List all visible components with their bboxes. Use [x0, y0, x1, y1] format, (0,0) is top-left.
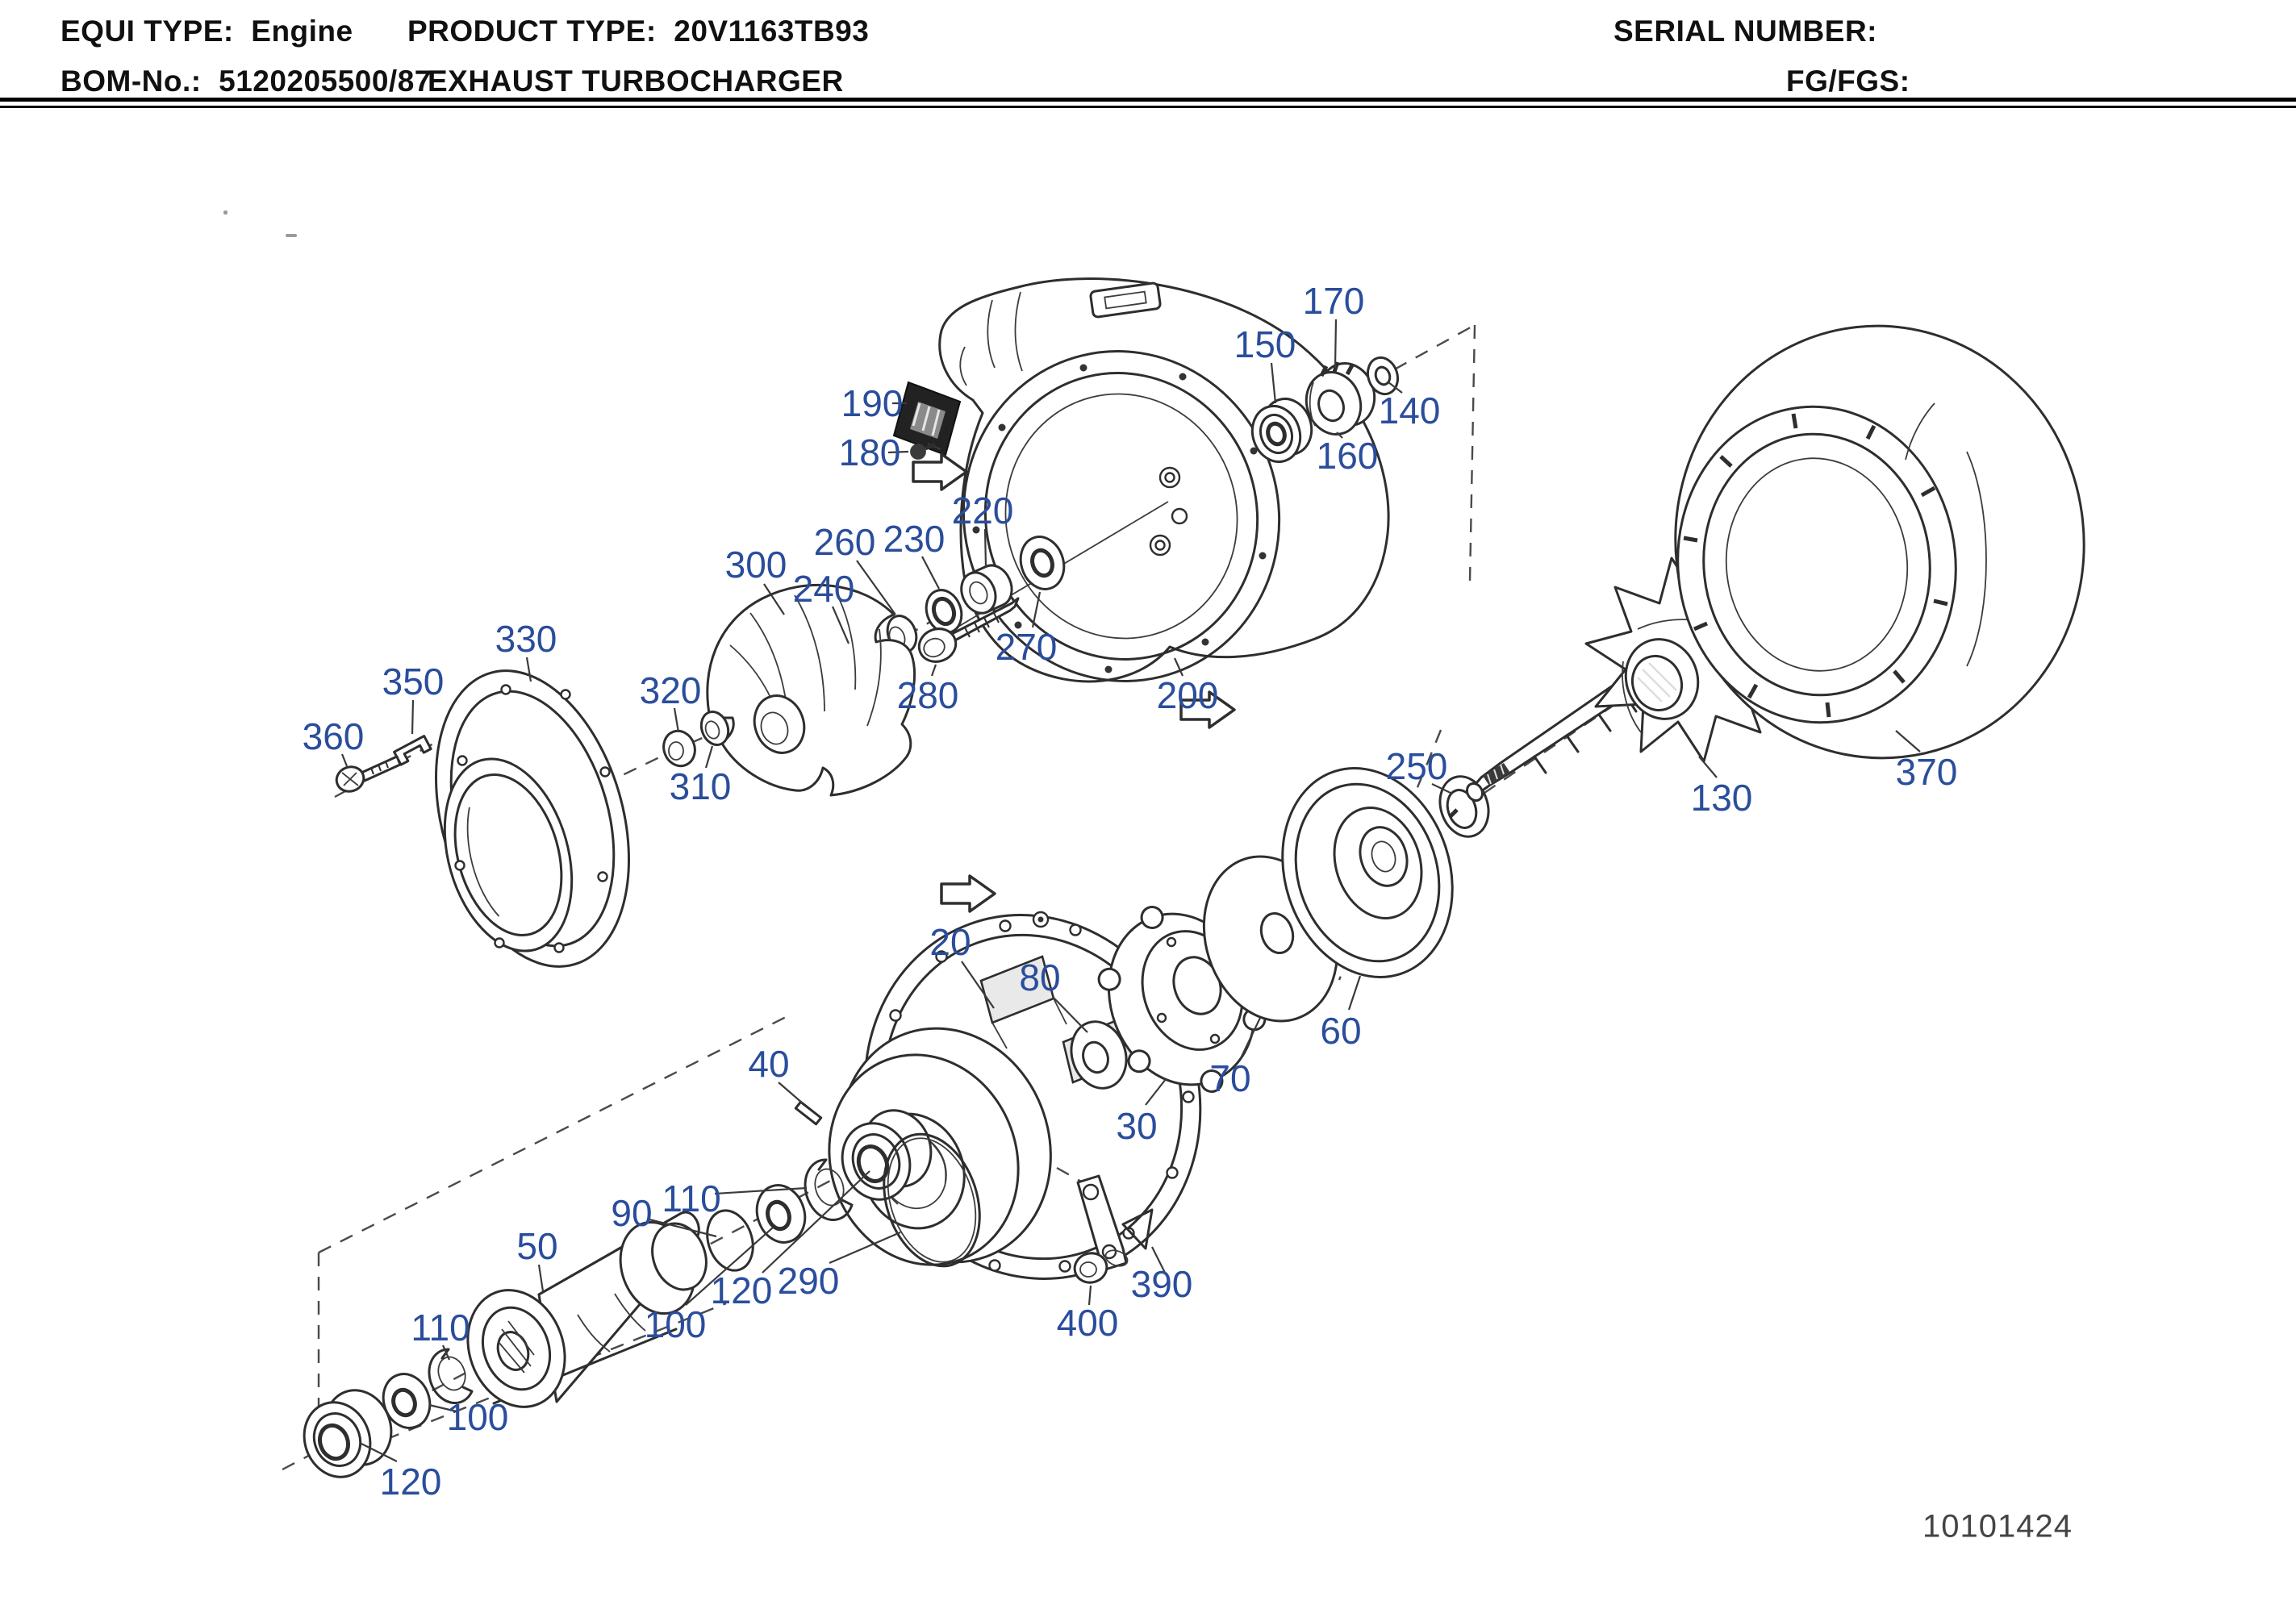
bearing-120-upper: [841, 1109, 933, 1201]
callout-360: 360: [302, 715, 365, 757]
view-direction-arrow-top: [912, 452, 968, 491]
callout-90: 90: [611, 1192, 653, 1234]
leader-lines: [340, 319, 1921, 1462]
callout-190: 190: [841, 382, 904, 424]
ball-bearing-150: [1250, 398, 1313, 463]
callout-350: 350: [382, 661, 445, 702]
callout-250: 250: [1385, 745, 1448, 787]
product-type-row: PRODUCT TYPE: 20V1163TB93: [407, 15, 869, 48]
callout-400: 400: [1056, 1302, 1119, 1344]
callout-310: 310: [669, 765, 732, 807]
fg-fgs-row: FG/FGS:: [1786, 65, 1918, 98]
callout-100l: 100: [446, 1396, 509, 1438]
callout-160: 160: [1316, 435, 1379, 477]
callout-150: 150: [1234, 323, 1296, 365]
plate-screw: [910, 442, 936, 460]
product-type-label: PRODUCT TYPE:: [407, 15, 657, 48]
bom-no-row: BOM-No.: 5120205500/87: [61, 65, 432, 98]
callout-70: 70: [1209, 1057, 1251, 1099]
callout-240: 240: [792, 568, 855, 610]
bolt-360: [335, 755, 402, 793]
drawing-number: 10101424: [1922, 1508, 2073, 1545]
oring-90: [706, 1209, 754, 1272]
callout-330: 330: [495, 618, 557, 660]
equi-type-label: EQUI TYPE:: [61, 15, 234, 48]
callout-130: 130: [1690, 777, 1753, 819]
clamp-350: [393, 735, 432, 766]
header-rule-top: [0, 98, 2296, 102]
washer-140: [1366, 356, 1400, 396]
callout-50: 50: [516, 1225, 558, 1267]
ring-230: [925, 589, 963, 634]
callout-180: 180: [838, 431, 901, 473]
washer-310: [699, 711, 730, 746]
name-plate: [892, 381, 962, 456]
bearing-sleeve-50: [466, 1211, 708, 1408]
serial-number-label: SERIAL NUMBER:: [1613, 15, 1877, 48]
compressor-housing-flange-rings: [962, 350, 1281, 682]
callout-20: 20: [929, 921, 971, 963]
circlip-110-lower: [428, 1348, 474, 1405]
product-name-label: EXHAUST TURBOCHARGER: [428, 65, 844, 98]
serial-number-row: SERIAL NUMBER:: [1613, 15, 1886, 48]
oring-290: [883, 1132, 981, 1268]
bom-no-label: BOM-No.:: [61, 65, 202, 98]
callout-110l: 110: [411, 1307, 470, 1349]
equi-type-row: EQUI TYPE: Engine: [61, 15, 353, 48]
callout-320: 320: [639, 669, 702, 711]
callout-300: 300: [724, 544, 787, 586]
washer-100-lower: [382, 1373, 432, 1429]
callout-270: 270: [995, 626, 1058, 668]
callout-290: 290: [777, 1260, 840, 1302]
callout-220: 220: [951, 490, 1014, 532]
pin-40: [794, 1100, 823, 1126]
view-direction-arrow-bottom: [940, 874, 996, 913]
equi-type-value: Engine: [251, 15, 353, 48]
washer-270: [1019, 536, 1066, 590]
insert-ring: [435, 669, 630, 968]
washer-100-upper: [755, 1184, 807, 1244]
callout-260: 260: [813, 521, 876, 563]
callout-370: 370: [1895, 751, 1958, 793]
stray-dash: [286, 234, 297, 237]
callout-230: 230: [883, 518, 946, 560]
callout-100u: 100: [644, 1303, 707, 1345]
nut-320: [662, 729, 696, 768]
bolt-280: [917, 597, 1020, 663]
callout-60: 60: [1320, 1010, 1362, 1052]
nut-400: [1073, 1252, 1108, 1284]
seal-washer-80: [1070, 1020, 1128, 1090]
product-name: EXHAUST TURBOCHARGER: [428, 65, 844, 98]
callout-110u: 110: [662, 1178, 721, 1219]
header-rule-bottom: [0, 106, 2296, 108]
callout-80: 80: [1019, 957, 1061, 998]
fg-fgs-label: FG/FGS:: [1786, 65, 1910, 98]
callout-120u: 120: [710, 1269, 773, 1311]
stray-dot: [223, 211, 228, 215]
callout-120l: 120: [379, 1461, 442, 1503]
callout-390: 390: [1130, 1263, 1193, 1305]
callout-40: 40: [748, 1043, 790, 1085]
compressor-wheel: [706, 584, 916, 797]
heat-shield-60: [1281, 767, 1454, 978]
callout-140: 140: [1378, 390, 1441, 431]
product-type-value: 20V1163TB93: [674, 15, 870, 48]
callout-200: 200: [1156, 674, 1219, 716]
callout-170: 170: [1302, 280, 1365, 322]
callout-30: 30: [1116, 1105, 1158, 1147]
turbine-wheel-shaft: [1465, 557, 1791, 802]
callout-280: 280: [896, 674, 959, 716]
bom-no-value: 5120205500/87: [219, 65, 432, 98]
turbine-housing: [1674, 324, 2085, 760]
view-direction-arrow-mid: [1179, 690, 1236, 729]
